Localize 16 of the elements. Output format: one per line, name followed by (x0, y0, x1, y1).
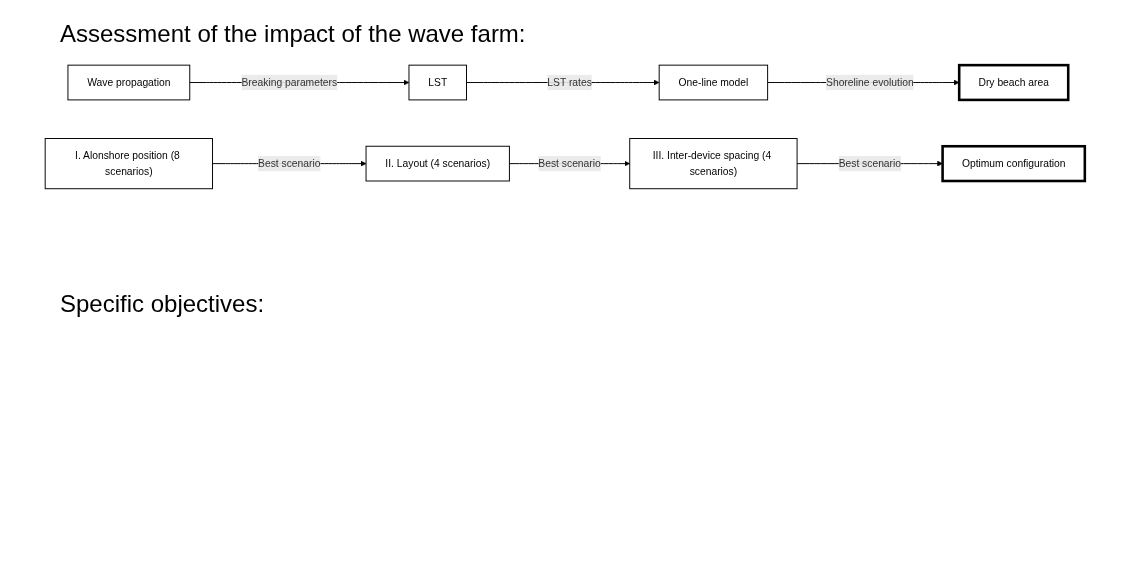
node-box: LST (408, 64, 467, 101)
edge-label: Breaking parameters (241, 76, 338, 88)
edge-label: Shoreline evolution (826, 76, 914, 88)
edge-label: Best scenario (538, 157, 601, 169)
edge-label: Best scenario (258, 157, 321, 169)
node-box: One-line model (658, 64, 769, 101)
node-box: Optimum configuration (941, 144, 1087, 183)
node-box: II. Layout (4 scenarios) (365, 145, 510, 182)
section-heading: Specific objectives: (60, 290, 265, 318)
section-heading: Assessment of the impact of the wave farm: (60, 20, 526, 48)
node-box: III. Inter-device spacing (4 scenarios) (629, 138, 798, 190)
node-box: Wave propagation (67, 64, 191, 101)
edge-label: Best scenario (838, 157, 902, 169)
edge-label: LST rates (547, 76, 592, 88)
node-box: I. Alonshore position (8 scenarios) (44, 138, 213, 190)
node-box: Dry beach area (957, 63, 1070, 102)
